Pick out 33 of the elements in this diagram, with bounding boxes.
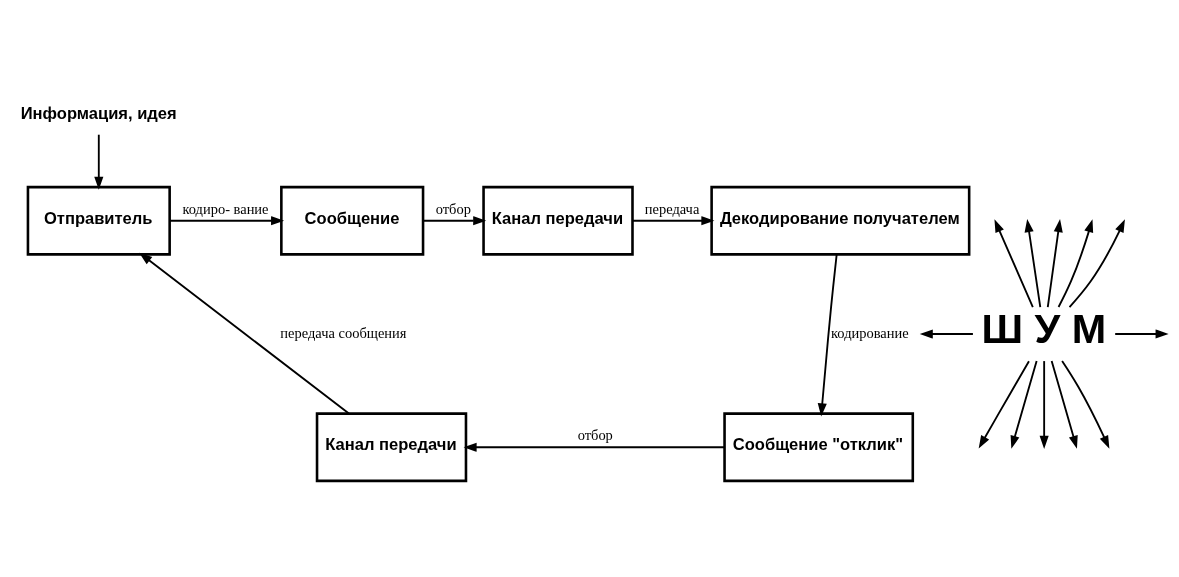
arrow bbox=[1068, 218, 1125, 308]
arrow bbox=[1057, 218, 1094, 308]
node-box: Отправитель bbox=[26, 185, 171, 256]
arrow bbox=[1050, 359, 1078, 449]
arrow bbox=[1024, 218, 1042, 308]
edge-label: кодиро- вание bbox=[182, 200, 269, 217]
arrow bbox=[1039, 359, 1049, 449]
arrow bbox=[1061, 359, 1110, 449]
node-box: Канал передачи bbox=[315, 411, 468, 482]
edge-label: передача сообщения bbox=[280, 324, 407, 341]
edge-label: кодирование bbox=[831, 324, 909, 341]
arrow bbox=[1046, 218, 1063, 308]
arrow bbox=[463, 442, 726, 452]
arrow bbox=[919, 328, 974, 339]
arrow bbox=[631, 215, 715, 225]
arrow bbox=[94, 133, 104, 190]
node-box: Канал передачи bbox=[482, 185, 634, 256]
node-box: Сообщение bbox=[280, 185, 425, 256]
edge-label: отбор bbox=[577, 426, 613, 443]
arrow bbox=[1114, 328, 1169, 339]
node-box: Сообщение "отклик" bbox=[723, 411, 915, 482]
node-text: Ш У М bbox=[981, 305, 1107, 352]
arrow bbox=[422, 215, 487, 225]
node-text: Информация, идея bbox=[20, 103, 177, 123]
arrow bbox=[139, 252, 350, 414]
arrow bbox=[168, 215, 285, 225]
arrow bbox=[817, 253, 838, 416]
edge-label: отбор bbox=[435, 200, 471, 217]
node-box: Декодирование получателем bbox=[710, 185, 971, 256]
arrow bbox=[994, 218, 1034, 308]
arrow bbox=[978, 359, 1030, 449]
arrow bbox=[1010, 359, 1038, 449]
edge-label: передача bbox=[644, 200, 700, 217]
